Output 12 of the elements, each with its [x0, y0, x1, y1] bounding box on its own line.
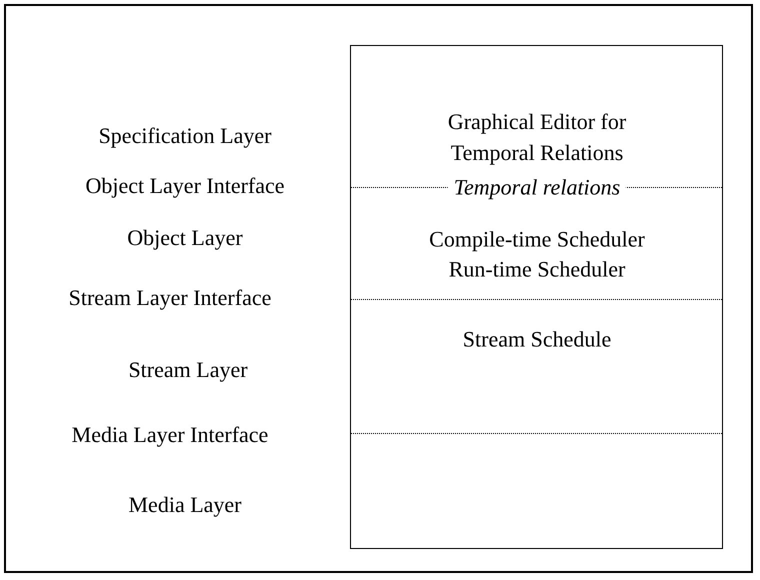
layer-label: Stream Layer	[128, 357, 248, 383]
layer-stack-box	[350, 45, 723, 549]
layer-label: Stream Layer Interface	[68, 285, 272, 311]
layer-label: Object Layer	[127, 225, 243, 251]
component-label: Compile-time Scheduler	[429, 226, 645, 254]
layer-label: Media Layer	[128, 492, 242, 518]
layer-label: Object Layer Interface	[85, 173, 285, 199]
layer-label: Specification Layer	[98, 123, 272, 149]
layer-label: Media Layer Interface	[72, 422, 268, 448]
component-label: Run-time Scheduler	[448, 256, 626, 284]
component-label: Stream Schedule	[462, 326, 612, 354]
component-label: Graphical Editor for Temporal Relations	[446, 108, 628, 167]
